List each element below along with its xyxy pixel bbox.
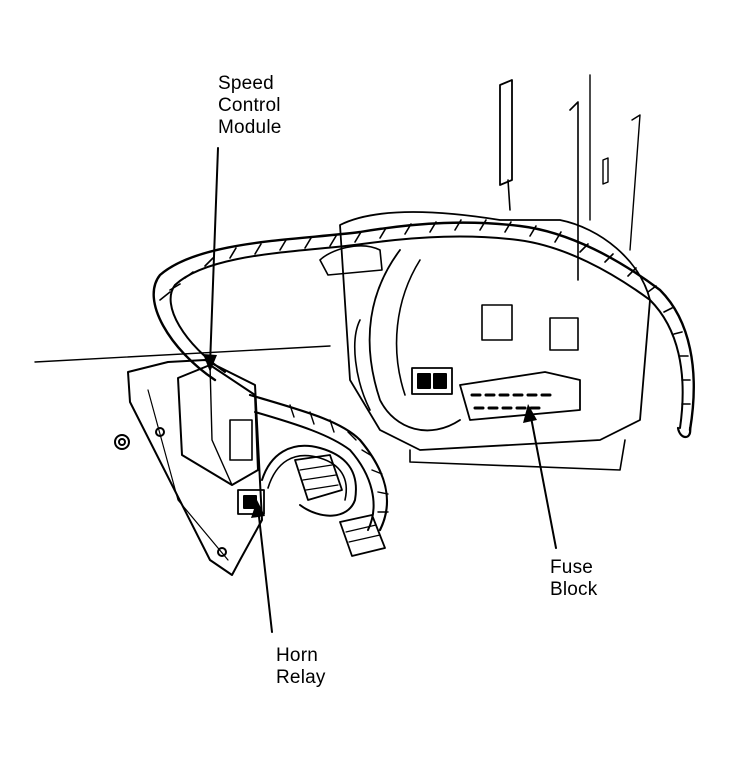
callout-line: Relay — [276, 667, 326, 688]
harness-lower-b — [254, 411, 375, 531]
module-connector — [229, 419, 253, 461]
dash-duct — [319, 245, 383, 276]
dash-housing — [339, 211, 651, 451]
harness-end — [676, 426, 692, 439]
harness-top-outer — [152, 221, 695, 432]
harness-relay-loop — [261, 444, 357, 517]
column-tube-2 — [507, 179, 511, 211]
harness-wrap-marks — [159, 219, 691, 405]
callout-line: Speed — [218, 73, 274, 94]
internal-connector — [411, 367, 453, 395]
leader-horn-relay — [257, 507, 273, 633]
connector-1 — [294, 454, 343, 501]
leader-fuse-block — [529, 411, 557, 549]
bracket-hole-3 — [155, 427, 165, 437]
horn-relay-tab — [243, 495, 257, 509]
arrow-speed-control — [203, 354, 217, 372]
column-slot — [602, 157, 609, 185]
speed-control-module — [177, 364, 259, 486]
callout-horn-relay: Horn Relay — [276, 645, 326, 689]
callout-fuse-block: Fuse Block — [550, 557, 597, 601]
column-tube-1 — [499, 79, 513, 186]
leader-speed-control — [209, 147, 219, 366]
column-support-3 — [629, 114, 641, 251]
harness-lower-wrap — [289, 404, 389, 513]
callout-line: Fuse — [550, 557, 594, 578]
internal-wires-a — [368, 249, 461, 432]
internal-wires-b — [395, 259, 421, 396]
horn-relay-body — [237, 489, 265, 515]
upper-relay-box — [481, 304, 513, 341]
reference-line — [34, 345, 331, 363]
dash-floor — [409, 439, 626, 471]
harness-top-inner — [169, 235, 684, 429]
module-front-face — [209, 364, 233, 486]
internal-wires-c — [354, 319, 371, 411]
callout-line: Control — [218, 95, 281, 116]
arrow-fuse-block — [523, 404, 537, 423]
fuse-block-body — [459, 371, 581, 421]
bracket-hole-1 — [114, 434, 130, 450]
bracket-hole-2 — [118, 438, 126, 446]
callout-line: Block — [550, 579, 598, 600]
mounting-bracket — [127, 359, 263, 576]
callout-line: Module — [218, 117, 282, 138]
bracket-hole-4 — [217, 547, 227, 557]
callout-speed-control-module: Speed Control Module — [218, 73, 282, 139]
arrow-horn-relay — [251, 500, 265, 518]
callout-line: Horn — [276, 645, 318, 666]
column-support-1 — [569, 101, 579, 281]
bracket-inner-edge — [147, 389, 229, 561]
connector-2 — [339, 514, 386, 557]
